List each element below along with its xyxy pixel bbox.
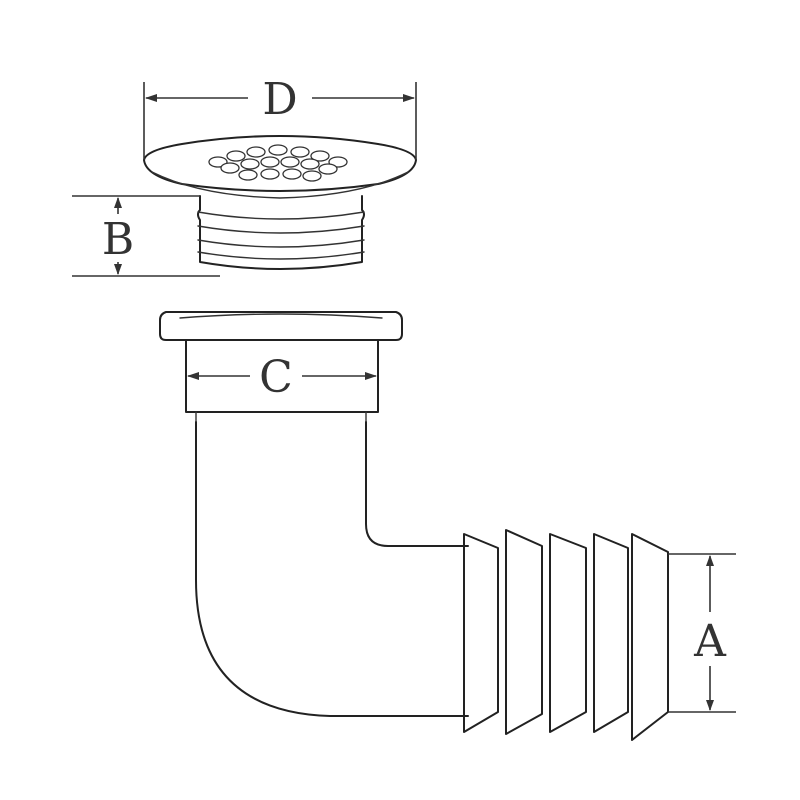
strainer-hole — [260, 168, 280, 180]
strainer-hole — [226, 150, 246, 162]
barb-ring — [549, 533, 587, 733]
dimension-a-arrow-top — [706, 555, 714, 566]
strainer-hole — [290, 146, 310, 158]
barb-ring — [593, 533, 629, 733]
dimension-d-arrow-left — [145, 94, 157, 102]
dimension-d-label: D — [262, 74, 297, 125]
elbow-body — [159, 311, 469, 717]
dimension-a: A — [668, 553, 736, 713]
strainer-holes — [208, 144, 348, 182]
dimension-c-arrow-left — [187, 372, 199, 380]
dimension-a-arrow-bottom — [706, 700, 714, 711]
dimension-b-arrow-top — [114, 197, 122, 208]
dimension-c: C — [187, 352, 377, 403]
strainer-hole — [300, 158, 320, 170]
thread-ridge — [197, 211, 365, 220]
strainer-hole — [310, 150, 330, 162]
strainer-hole — [280, 156, 300, 168]
dimension-a-label: A — [693, 616, 727, 667]
threaded-stem — [197, 195, 365, 270]
thread-ridge — [197, 239, 365, 248]
thread-ridge — [197, 251, 365, 260]
dimension-c-label: C — [259, 352, 293, 403]
strainer-hole — [268, 144, 288, 156]
dimension-c-arrow-right — [365, 372, 377, 380]
strainer-hole — [282, 168, 302, 180]
strainer-hole — [246, 146, 266, 158]
dimension-d: D — [143, 74, 417, 160]
strainer-hole — [302, 170, 322, 182]
dimension-b-label: B — [102, 214, 134, 265]
strainer-hole — [220, 162, 240, 174]
strainer-hole — [238, 169, 258, 181]
barb-ring — [463, 533, 499, 733]
threaded-stem-outline — [197, 195, 365, 270]
elbow-collar-top — [159, 311, 403, 341]
elbow-bend — [195, 421, 469, 717]
strainer-hole — [318, 163, 338, 175]
hose-barb — [463, 529, 669, 741]
strainer-flange-rim — [143, 135, 417, 192]
elbow-socket — [185, 339, 379, 413]
dimension-b-arrow-bottom — [114, 264, 122, 275]
strainer-flange-underside — [151, 171, 409, 199]
dimension-d-arrow-right — [403, 94, 415, 102]
barb-ring — [505, 529, 543, 735]
barb-ring — [631, 533, 669, 741]
dimension-b: B — [72, 195, 220, 277]
elbow-collar-inner — [179, 313, 383, 319]
thread-ridge — [197, 225, 365, 234]
elbow-socket-edge — [195, 411, 367, 423]
strainer-hole — [240, 158, 260, 170]
strainer-hole — [260, 156, 280, 168]
